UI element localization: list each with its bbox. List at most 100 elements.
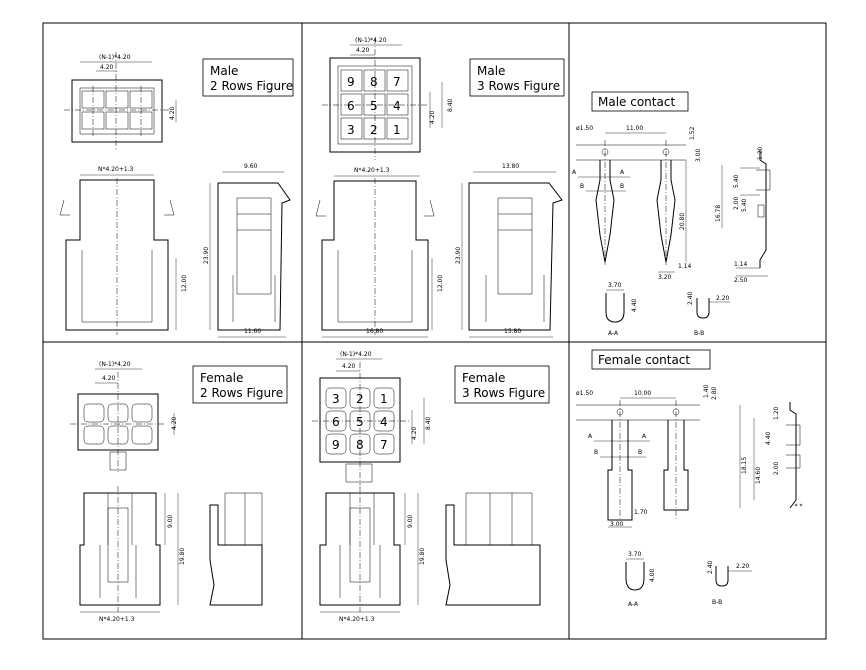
dim-label: 16.80 xyxy=(366,328,383,335)
dim-label: 2.20 xyxy=(736,563,750,570)
dim-label: N*4.20+1.3 xyxy=(98,166,134,173)
panel-male-2-rows: Male 2 Rows Figure (N-1)*4.20 4.20 4.20 … xyxy=(59,52,294,338)
dim-label: 14.60 xyxy=(755,467,762,484)
title-box: Female contact xyxy=(591,349,711,370)
dim-label: 1.14 xyxy=(678,263,692,270)
female-contact-sections: 3.70 4.00 A-A 2.40 2.20 B-B xyxy=(625,551,752,608)
section-mark: A xyxy=(572,169,577,176)
dim-label: 18.15 xyxy=(741,457,748,474)
title: Male contact xyxy=(598,95,675,109)
dim-label: 2.50 xyxy=(734,277,748,284)
dim-label: 12.00 xyxy=(181,275,188,292)
title-line-2: 2 Rows Figure xyxy=(210,79,293,93)
section-label: A-A xyxy=(628,601,639,608)
section-label: B-B xyxy=(694,330,704,337)
title-line-2: 2 Rows Figure xyxy=(200,386,283,400)
panel-grid xyxy=(42,22,827,640)
panel-female-2-rows: Female 2 Rows Figure (N-1)*4.20 4.20 4.2… xyxy=(70,361,288,623)
title-box: Male contact xyxy=(591,91,689,112)
pin-number: 6 xyxy=(347,99,355,113)
pin-number: 3 xyxy=(347,123,355,137)
dim-label: 15.80 xyxy=(504,328,521,335)
dim-label: 4.20 xyxy=(100,64,114,71)
pin-number: 6 xyxy=(332,415,340,429)
section-mark: A xyxy=(588,433,593,440)
dim-label: 5.40 xyxy=(733,174,740,188)
female3-top-view: (N-1)*4.20 4.20 3 2 1 6 5 4 9 8 7 4.20 8… xyxy=(312,351,432,485)
male2-top-view: (N-1)*4.20 4.20 4.20 xyxy=(64,52,177,150)
dim-label: 5.40 xyxy=(741,198,748,212)
male-contact-sections: 3.70 4.40 A-A 2.40 2.20 B-B xyxy=(605,282,730,337)
dim-label: 1.70 xyxy=(634,509,648,516)
female2-top-view: (N-1)*4.20 4.20 4.20 xyxy=(70,361,178,472)
pin-number: 7 xyxy=(393,75,401,89)
female-contact-strip: ø1.50 10.00 1.40 2.80 A A B B 1.70 3.00 xyxy=(576,384,718,528)
dim-label: 1.40 xyxy=(703,384,710,398)
dim-label: 2.00 xyxy=(773,461,780,475)
pin-number: 4 xyxy=(393,99,401,113)
pin-number: 8 xyxy=(370,75,378,89)
dim-label: 2.80 xyxy=(711,386,718,400)
dim-label: 10.00 xyxy=(634,390,651,397)
female2-front-view: 9.00 19.80 N*4.20+1.3 xyxy=(79,486,186,623)
dim-label: 23.90 xyxy=(203,247,210,264)
title-line-1: Female xyxy=(200,371,243,385)
dim-label: (N-1)*4.20 xyxy=(340,351,372,358)
panel-female-3-rows: Female 3 Rows Figure (N-1)*4.20 4.20 3 2… xyxy=(312,351,550,623)
dim-label: 4.20 xyxy=(429,110,436,124)
title-line-1: Male xyxy=(210,64,238,78)
section-mark: A xyxy=(620,169,625,176)
panel-male-3-rows: Male 3 Rows Figure (N-1)*4.20 4.20 9 8 7… xyxy=(315,37,565,338)
pin-number: 5 xyxy=(370,99,378,113)
male-contact-strip: ø1.50 11.00 1.52 3.00 A A B B 20.80 1.14… xyxy=(572,125,702,281)
male3-front-view: N*4.20+1.3 12.00 16.80 xyxy=(315,167,444,338)
section-mark: A xyxy=(642,433,647,440)
dim-label: 3.00 xyxy=(695,148,702,162)
pin-number: 9 xyxy=(332,438,340,452)
dim-label: 20.80 xyxy=(679,213,686,230)
dim-label: ø1.50 xyxy=(576,390,593,397)
dim-label: 2.00 xyxy=(733,196,740,210)
dim-label: 19.80 xyxy=(419,548,426,565)
section-label: A-A xyxy=(608,330,619,337)
dim-label: 1.14 xyxy=(734,261,748,268)
pin-number: 4 xyxy=(380,415,388,429)
female3-front-view: 9.00 19.80 N*4.20+1.3 xyxy=(319,486,426,623)
pin-number: 7 xyxy=(380,438,388,452)
title-box: Female 2 Rows Figure xyxy=(192,365,288,404)
section-mark: B xyxy=(580,183,584,190)
dim-label: 11.60 xyxy=(244,328,261,335)
section-mark: B xyxy=(620,183,624,190)
dim-label: 19.80 xyxy=(179,548,186,565)
dim-label: 3.20 xyxy=(658,274,672,281)
pin-number: 3 xyxy=(332,392,340,406)
title-box: Male 2 Rows Figure xyxy=(202,58,294,97)
male2-front-view: N*4.20+1.3 12.00 xyxy=(59,166,188,335)
female2-side-view xyxy=(209,492,263,606)
dim-label: (N-1)*4.20 xyxy=(99,54,131,61)
title-line-2: 3 Rows Figure xyxy=(462,386,545,400)
pin-number: 1 xyxy=(393,123,401,137)
female3-side-view xyxy=(445,492,541,606)
section-label: B-B xyxy=(712,599,722,606)
dim-label: 4.40 xyxy=(631,298,638,312)
dim-label: N*4.20+1.3 xyxy=(99,616,135,623)
title: Female contact xyxy=(598,353,690,367)
pin-number: 2 xyxy=(370,123,378,137)
pin-number: 1 xyxy=(380,392,388,406)
title-line-2: 3 Rows Figure xyxy=(477,79,560,93)
dim-label: 2.40 xyxy=(707,560,714,574)
dim-label: 4.20 xyxy=(169,106,176,120)
dim-label: 4.00 xyxy=(649,568,656,582)
pin-number: 9 xyxy=(347,75,355,89)
title-box: Female 3 Rows Figure xyxy=(454,365,550,404)
dim-label: 13.80 xyxy=(502,163,519,170)
dim-label: 4.20 xyxy=(411,426,418,440)
panel-female-contact: Female contact ø1.50 10.00 1.40 2.80 A A… xyxy=(576,349,803,608)
dim-label: 9.60 xyxy=(244,163,258,170)
dim-label: 8.40 xyxy=(447,98,454,112)
dim-label: 23.90 xyxy=(455,247,462,264)
dim-label: 3.00 xyxy=(610,521,624,528)
title-line-1: Male xyxy=(477,64,505,78)
